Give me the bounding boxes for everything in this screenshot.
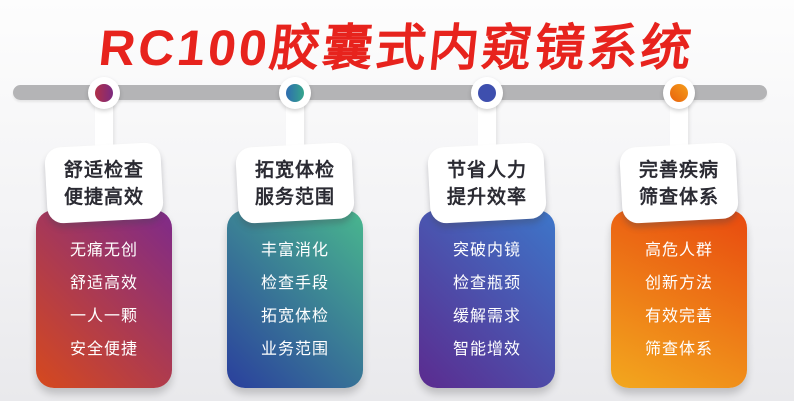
feature-item-list: 高危人群 创新方法 有效完善 筛查体系	[611, 210, 747, 366]
header-line-2: 服务范围	[254, 187, 335, 208]
timeline-marker	[471, 77, 503, 109]
timeline-marker	[663, 77, 695, 109]
timeline-connector	[286, 97, 304, 155]
timeline-dot	[478, 84, 496, 102]
timeline-marker	[88, 77, 120, 109]
feature-item: 无痛无创	[69, 242, 138, 259]
feature-header-title: 完善疾病 筛查体系	[621, 145, 737, 211]
timeline-dot	[95, 84, 113, 102]
feature-header-card: 节省人力 提升效率	[427, 142, 547, 224]
timeline-marker	[279, 77, 311, 109]
timeline-bar	[13, 85, 767, 100]
card-body: 高危人群 创新方法 有效完善 筛查体系	[611, 210, 747, 388]
feature-column-3: 节省人力 提升效率 突破内镜 检查瓶颈 缓解需求 智能增效	[392, 75, 582, 401]
timeline-dot	[670, 84, 688, 102]
header-line-1: 完善疾病	[638, 160, 719, 181]
feature-item: 检查手段	[260, 275, 329, 292]
timeline-connector	[95, 97, 113, 155]
feature-item: 舒适高效	[69, 275, 138, 292]
feature-item: 检查瓶颈	[452, 275, 521, 292]
feature-item: 一人一颗	[69, 308, 138, 325]
card-body: 丰富消化 检查手段 拓宽体检 业务范围	[227, 210, 363, 388]
header-line-2: 便捷高效	[63, 187, 144, 208]
feature-item: 高危人群	[644, 242, 713, 259]
feature-item-list: 丰富消化 检查手段 拓宽体检 业务范围	[227, 210, 363, 366]
feature-item-list: 无痛无创 舒适高效 一人一颗 安全便捷	[36, 210, 172, 366]
feature-item: 突破内镜	[452, 242, 521, 259]
card-body: 突破内镜 检查瓶颈 缓解需求 智能增效	[419, 210, 555, 388]
feature-column-4: 完善疾病 筛查体系 高危人群 创新方法 有效完善 筛查体系	[584, 75, 774, 401]
feature-item: 有效完善	[644, 308, 713, 325]
header-line-1: 舒适检查	[63, 160, 144, 181]
feature-header-card: 舒适检查 便捷高效	[44, 142, 164, 224]
header-line-2: 筛查体系	[638, 187, 719, 208]
feature-column-1: 舒适检查 便捷高效 无痛无创 舒适高效 一人一颗 安全便捷	[9, 75, 199, 401]
feature-item: 拓宽体检	[260, 308, 329, 325]
feature-column-2: 拓宽体检 服务范围 丰富消化 检查手段 拓宽体检 业务范围	[200, 75, 390, 401]
feature-item: 筛查体系	[644, 341, 713, 358]
feature-header-title: 舒适检查 便捷高效	[46, 145, 162, 211]
header-line-1: 节省人力	[446, 160, 527, 181]
card-body: 无痛无创 舒适高效 一人一颗 安全便捷	[36, 210, 172, 388]
timeline-dot	[286, 84, 304, 102]
feature-item: 业务范围	[260, 341, 329, 358]
timeline-connector	[478, 97, 496, 155]
feature-header-card: 拓宽体检 服务范围	[235, 142, 355, 224]
feature-header-title: 拓宽体检 服务范围	[237, 145, 353, 211]
header-line-1: 拓宽体检	[254, 160, 335, 181]
feature-item-list: 突破内镜 检查瓶颈 缓解需求 智能增效	[419, 210, 555, 366]
header-line-2: 提升效率	[446, 187, 527, 208]
feature-item: 创新方法	[644, 275, 713, 292]
feature-item: 缓解需求	[452, 308, 521, 325]
page-title: RC100胶囊式内窥镜系统	[96, 20, 697, 76]
feature-item: 安全便捷	[69, 341, 138, 358]
feature-item: 丰富消化	[260, 242, 329, 259]
feature-header-card: 完善疾病 筛查体系	[619, 142, 739, 224]
timeline-connector	[670, 97, 688, 155]
feature-item: 智能增效	[452, 341, 521, 358]
feature-header-title: 节省人力 提升效率	[429, 145, 545, 211]
